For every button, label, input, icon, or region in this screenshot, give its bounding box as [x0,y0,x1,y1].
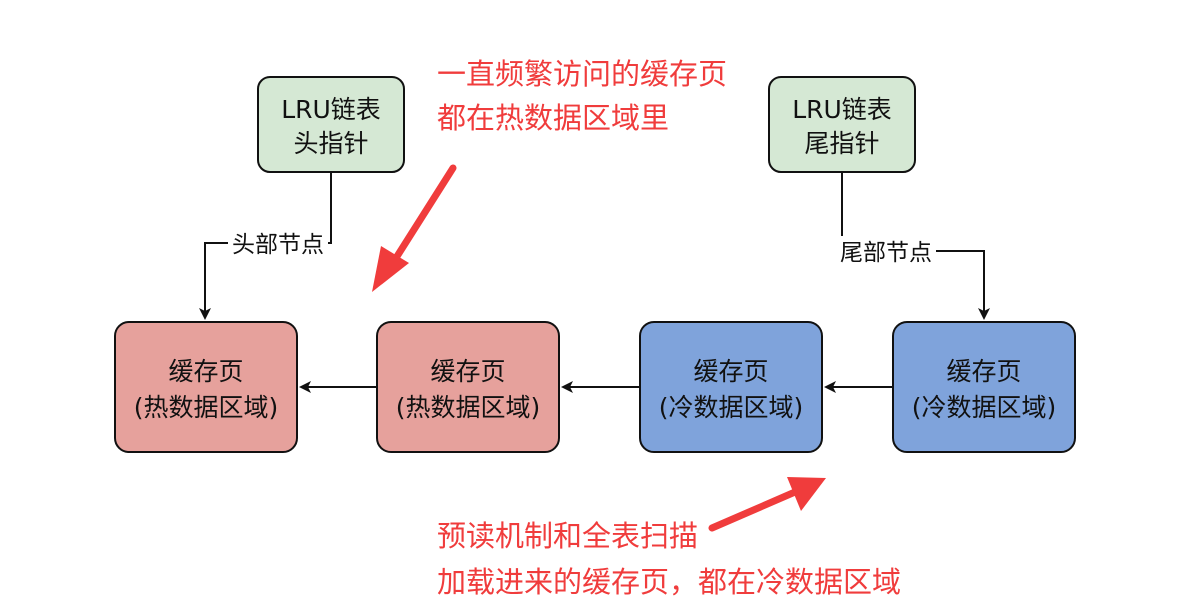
cold-annotation-line2: 加载进来的缓存页，都在冷数据区域 [437,565,901,599]
hot-annotation-arrow [372,164,457,292]
hot-annotation: 一直频繁访问的缓存页 都在热数据区域里 [437,57,727,135]
tail-node-connector: 尾部节点 [836,172,990,320]
tail-pointer-node: LRU链表 尾指针 [768,76,916,173]
hot-annotation-line2: 都在热数据区域里 [437,101,669,135]
cold-arrow-shaft [708,488,799,532]
cache-page-3-box [639,321,823,453]
tail-label-bg [836,236,936,268]
cache-page-4-line1: 缓存页 [946,357,1021,386]
head-label-bg [228,228,328,260]
cache-page-3-cold: 缓存页 (冷数据区域) [639,321,823,453]
hot-arrow-head [372,246,409,292]
cache-page-4-cold: 缓存页 (冷数据区域) [892,321,1076,453]
cache-page-2-box [376,321,560,453]
head-pointer-line2: 头指针 [293,129,368,158]
cold-annotation-arrow [708,477,826,532]
tail-node-label: 尾部节点 [840,240,932,266]
cache-page-4-line2: (冷数据区域) [912,393,1057,422]
cold-arrow-head [787,477,826,511]
hot-annotation-line1: 一直频繁访问的缓存页 [437,57,727,91]
head-pointer-node: LRU链表 头指针 [257,76,405,173]
cache-page-1-hot: 缓存页 (热数据区域) [114,321,298,453]
cache-page-1-line2: (热数据区域) [134,393,279,422]
cache-page-3-line1: 缓存页 [693,357,768,386]
cache-page-2-line2: (热数据区域) [396,393,541,422]
cold-annotation-line1: 预读机制和全表扫描 [437,519,698,553]
cache-page-1-box [114,321,298,453]
head-pointer-line1: LRU链表 [281,95,381,124]
cache-page-2-line1: 缓存页 [430,357,505,386]
head-node-label: 头部节点 [232,232,324,258]
cache-page-4-box [892,321,1076,453]
cache-page-1-line1: 缓存页 [168,357,243,386]
cache-page-2-hot: 缓存页 (热数据区域) [376,321,560,453]
tail-pointer-line1: LRU链表 [792,95,892,124]
cold-annotation: 预读机制和全表扫描 加载进来的缓存页，都在冷数据区域 [437,519,901,599]
cache-page-3-line2: (冷数据区域) [659,393,804,422]
hot-arrow-shaft [392,164,457,262]
tail-pointer-line2: 尾指针 [804,129,879,158]
head-node-connector: 头部节点 [199,172,332,320]
